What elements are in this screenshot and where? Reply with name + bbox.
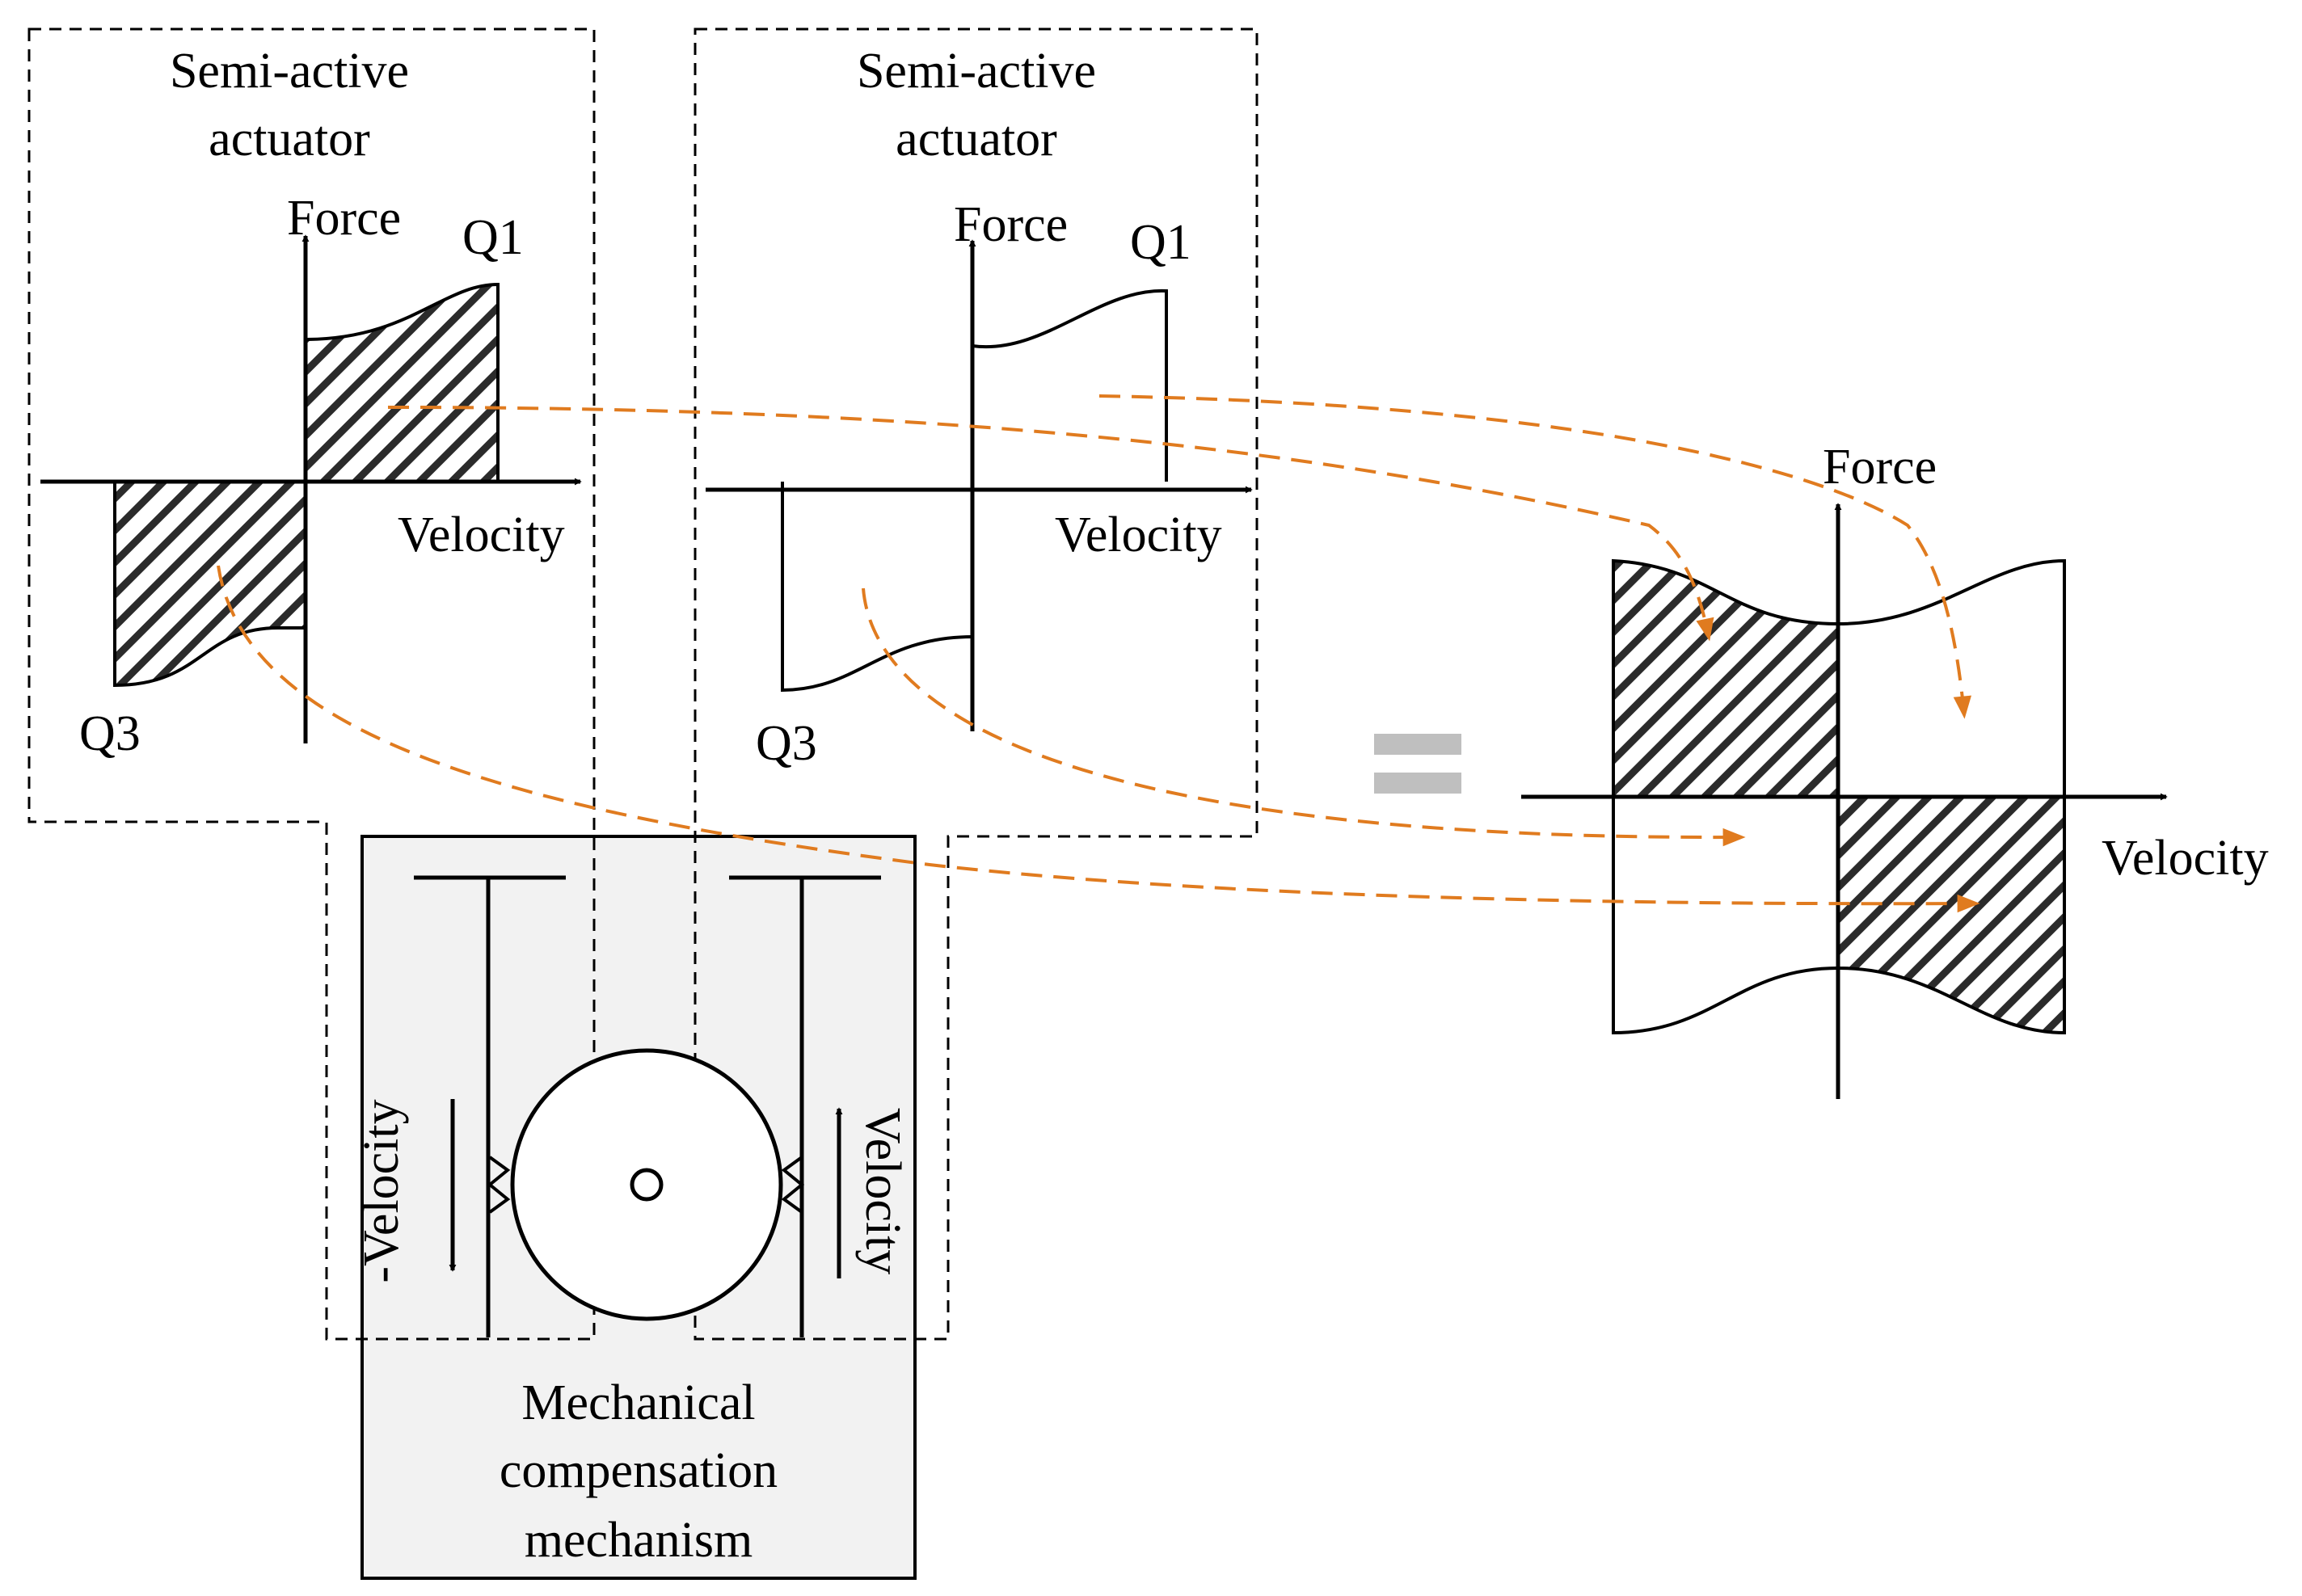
left-actuator-title-line2: actuator (209, 112, 370, 166)
left-q3-label: Q3 (79, 706, 141, 761)
gear-center (630, 1168, 664, 1202)
mapping-arrows (217, 394, 1980, 913)
mechanism-left-velocity-label: -Velocity (354, 1099, 409, 1282)
middle-actuator-title-line2: actuator (896, 112, 1057, 166)
middle-q1-label: Q1 (1130, 215, 1191, 270)
middle-force-label: Force (954, 197, 1068, 252)
left-q1-region (171, 284, 306, 482)
q1-middle-to-result-q1-arrow (1098, 394, 1972, 719)
result-q4-hatched-area (1836, 795, 2066, 1035)
middle-actuator-plot: Semi-active actuator Force Q1 Velocity Q… (706, 44, 1253, 771)
left-q1-label: Q1 (462, 210, 524, 265)
left-q1-hatched-region (171, 284, 306, 339)
middle-actuator-title-line1: Semi-active (857, 44, 1096, 99)
mechanism-details: -Velocity Velocity Mechanical compensati… (354, 875, 910, 1568)
middle-actuator-dashed-outline (694, 27, 1259, 1341)
result-lower-left-outline (1612, 797, 1839, 1035)
left-actuator-dashed-outline (27, 27, 596, 1341)
result-force-label: Force (1823, 440, 1937, 495)
q3-left-to-result-q4-arrow (217, 565, 1980, 913)
left-gear-teeth (487, 1156, 511, 1214)
middle-q3-label: Q3 (756, 716, 817, 771)
left-force-label: Force (287, 191, 401, 246)
middle-q3-outline (781, 482, 973, 693)
mechanism-title-line2: compensation (500, 1443, 778, 1498)
middle-velocity-label: Velocity (1055, 507, 1222, 562)
result-upper-right-outline (1837, 558, 2066, 797)
equals-icon (1374, 734, 1461, 794)
left-actuator-title-line1: Semi-active (170, 44, 409, 99)
left-velocity-label: Velocity (398, 507, 565, 562)
mechanism-title-line1: Mechanical (521, 1375, 755, 1430)
mechanism-title-line3: mechanism (525, 1513, 753, 1568)
result-velocity-label: Velocity (2102, 831, 2269, 886)
result-plot: Force Velocity (1521, 440, 2269, 1099)
left-q1-area (304, 282, 500, 483)
middle-q1-outline (971, 288, 1168, 482)
q1-left-to-result-q2-arrow (387, 406, 1714, 642)
right-gear-teeth (781, 1156, 805, 1214)
left-actuator-plot: Semi-active actuator Force Q1 Velocity Q… (40, 44, 582, 761)
result-q2-hatched-area (1612, 558, 1840, 798)
q3-middle-to-result-q3-arrow (862, 587, 1746, 847)
mechanism-right-velocity-label: Velocity (855, 1108, 910, 1275)
left-q3-area (113, 480, 307, 688)
